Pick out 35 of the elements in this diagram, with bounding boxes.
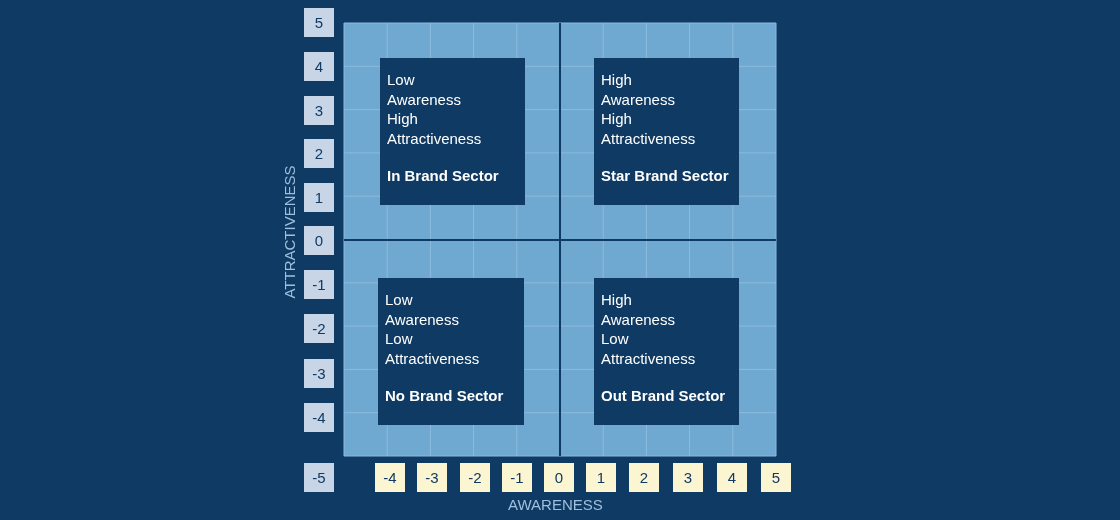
- tick-label: -4: [304, 403, 334, 432]
- quadrant-panel: [594, 278, 739, 425]
- tick-label: 5: [761, 463, 791, 492]
- tick-label: -3: [417, 463, 447, 492]
- tick-label: -2: [304, 314, 334, 343]
- tick-label: 2: [304, 139, 334, 168]
- sector-name: Out Brand Sector: [601, 386, 727, 406]
- tick-label: 1: [304, 183, 334, 212]
- tick-label: -1: [502, 463, 532, 492]
- axis-title: ATTRACTIVENESS: [280, 165, 298, 299]
- quadrant-panel: [378, 278, 524, 425]
- sector-name: Star Brand Sector: [601, 166, 730, 186]
- tick-label: -2: [460, 463, 490, 492]
- quadrant-panel: [380, 58, 525, 205]
- tick-label: 1: [586, 463, 616, 492]
- tick-label: -1: [304, 270, 334, 299]
- quadrant-description: Low Awareness Low Attractiveness: [385, 290, 480, 368]
- quadrant-description: High Awareness Low Attractiveness: [601, 290, 696, 368]
- tick-label: 3: [304, 96, 334, 125]
- tick-label: -4: [375, 463, 405, 492]
- sector-name: In Brand Sector: [387, 166, 500, 186]
- axis-title: AWARENESS: [508, 496, 603, 513]
- tick-label: 0: [544, 463, 574, 492]
- tick-label: 2: [629, 463, 659, 492]
- tick-label: 5: [304, 8, 334, 37]
- tick-label: 0: [304, 226, 334, 255]
- quadrant-panel: [594, 58, 739, 205]
- tick-label: 4: [717, 463, 747, 492]
- tick-label: -5: [304, 463, 334, 492]
- sector-name: No Brand Sector: [385, 386, 505, 406]
- quadrant-description: High Awareness High Attractiveness: [601, 70, 696, 148]
- tick-label: 3: [673, 463, 703, 492]
- tick-label: 4: [304, 52, 334, 81]
- quadrant-description: Low Awareness High Attractiveness: [387, 70, 482, 148]
- tick-label: -3: [304, 359, 334, 388]
